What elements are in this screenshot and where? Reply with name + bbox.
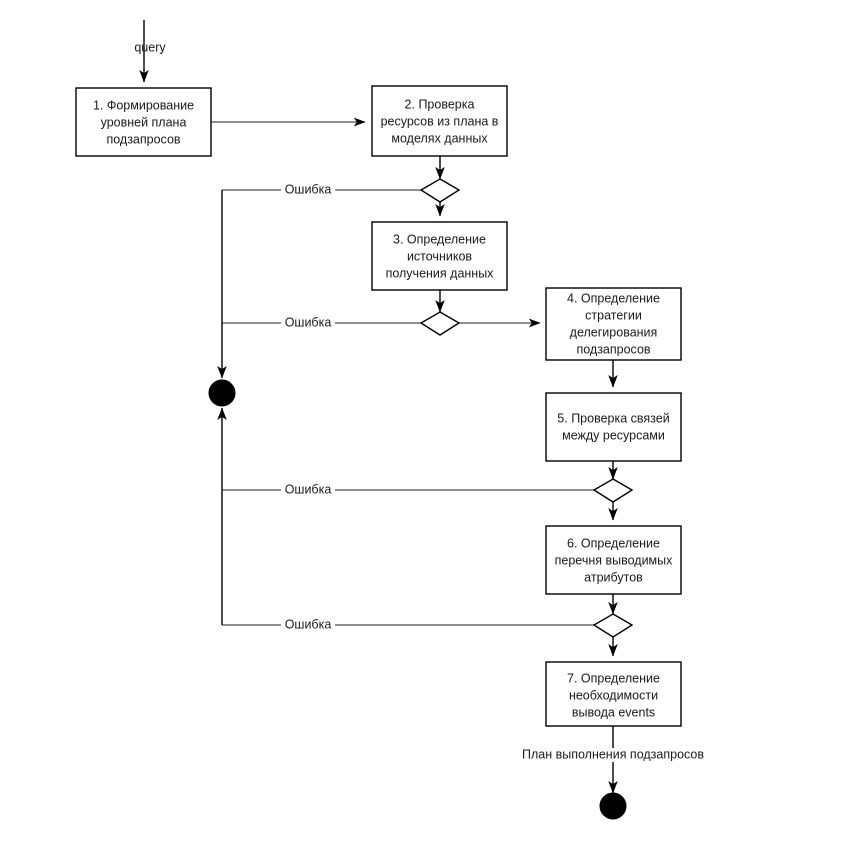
start-label-bg <box>281 42 327 56</box>
node-3-label-line-2: источников <box>407 249 472 263</box>
node-7[interactable]: 7. Определение необходимости вывода even… <box>545 661 682 727</box>
decision-1[interactable] <box>419 178 461 203</box>
node-6-label-line-1: 6. Определение <box>567 536 660 550</box>
node-3-label-line-1: 3. Определение <box>393 232 486 246</box>
node-3[interactable]: 3. Определение источников получения данн… <box>371 221 508 291</box>
end-label: План выполнения подзапросов <box>522 747 704 761</box>
node-5-box[interactable] <box>545 392 682 462</box>
node-2[interactable]: 2. Проверка ресурсов из плана в моделях … <box>371 85 508 157</box>
node-4[interactable]: 4. Определение стратегии делегирования п… <box>545 287 682 361</box>
end-node[interactable] <box>599 792 627 820</box>
node-5-label-line-1: 5. Проверка связей <box>557 411 669 425</box>
node-6[interactable]: 6. Определение перечня выводимых атрибут… <box>545 525 682 595</box>
decision-2[interactable] <box>419 311 461 336</box>
node-1-label-line-2: уровней плана <box>101 115 187 129</box>
node-4-box[interactable] <box>545 287 682 361</box>
node-5-label-line-2: между ресурсами <box>562 428 665 442</box>
node-4-label-line-3: делегирования <box>570 325 658 339</box>
error-1-label-bg <box>281 183 335 197</box>
node-6-box[interactable] <box>545 525 682 595</box>
node-7-label-line-2: необходимости <box>569 688 658 702</box>
start-label: query <box>134 40 166 54</box>
node-3-label-line-3: получения данных <box>386 266 495 280</box>
error-collector-node[interactable] <box>208 379 236 407</box>
node-2-label-line-1: 2. Проверка <box>405 97 475 111</box>
error-label-2: Ошибка <box>285 315 332 329</box>
node-7-label-line-3: вывода events <box>572 705 655 719</box>
error-4-label-bg <box>281 618 335 632</box>
error-2-label-bg <box>281 316 335 330</box>
node-7-label-line-1: 7. Определение <box>567 671 660 685</box>
node-4-label-line-1: 4. Определение <box>567 291 660 305</box>
error-label-1: Ошибка <box>285 182 332 196</box>
node-1-label-line-1: 1. Формирование <box>93 98 194 112</box>
node-1-box[interactable] <box>75 87 212 157</box>
node-5[interactable]: 5. Проверка связей между ресурсами <box>545 392 682 462</box>
decision-4[interactable] <box>592 613 634 638</box>
node-6-label-line-2: перечня выводимых <box>555 553 674 567</box>
end-label-bg <box>518 748 710 762</box>
node-6-label-line-3: атрибутов <box>584 570 643 584</box>
error-label-4: Ошибка <box>285 617 332 631</box>
node-4-label-line-2: стратегии <box>585 308 642 322</box>
node-4-label-line-4: подзапросов <box>576 342 650 356</box>
node-2-box[interactable] <box>371 85 508 157</box>
node-3-box[interactable] <box>371 221 508 291</box>
node-2-label-line-2: ресурсов из плана в <box>381 114 499 128</box>
node-1-label-line-3: подзапросов <box>106 132 180 146</box>
decision-3[interactable] <box>592 478 634 503</box>
node-1[interactable]: 1. Формирование уровней плана подзапросо… <box>75 87 212 157</box>
node-2-label-line-3: моделях данных <box>391 131 488 145</box>
node-7-box[interactable] <box>545 661 682 727</box>
error-3-label-bg <box>281 483 335 497</box>
error-label-3: Ошибка <box>285 482 332 496</box>
